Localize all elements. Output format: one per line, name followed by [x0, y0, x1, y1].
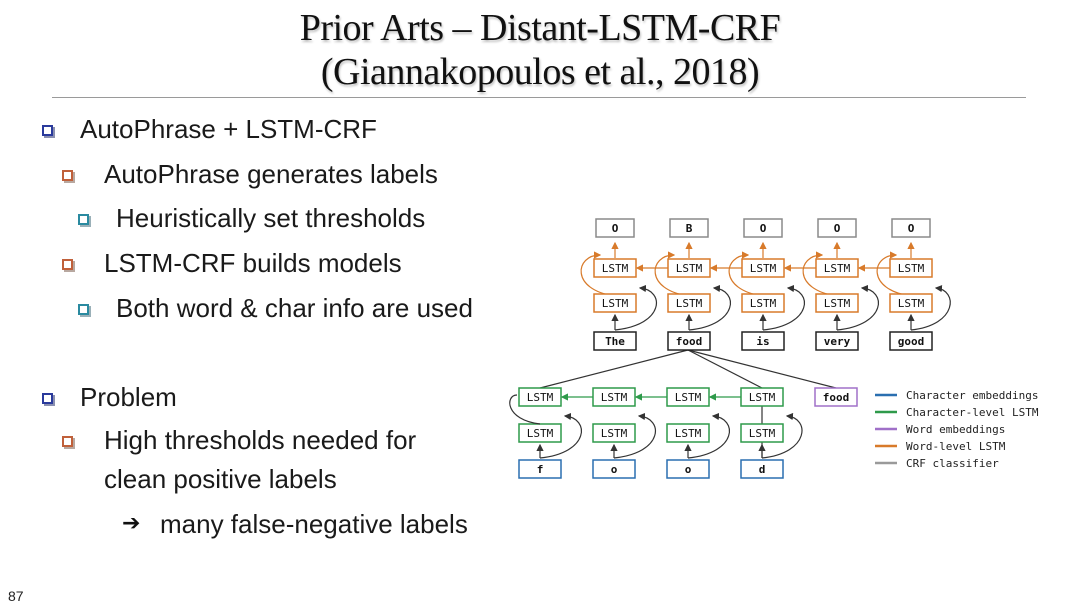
bullet-autophrase-generates: AutoPhrase generates labels — [104, 159, 438, 189]
legend-label: Word-level LSTM — [906, 440, 1006, 453]
bullet-false-negative: many false-negative labels — [160, 509, 468, 539]
word-embedding-label: food — [823, 391, 850, 404]
char-label: o — [685, 463, 692, 476]
lstm-cell-label: LSTM — [898, 297, 925, 310]
word-lstm-forward-links — [611, 284, 951, 331]
tag-box — [891, 218, 931, 238]
bullet-box-icon — [62, 259, 73, 270]
char-row: f o o d — [518, 459, 784, 479]
lstm-cell-label: LSTM — [601, 391, 628, 404]
word-box — [667, 331, 711, 351]
tag-row: O B O O O — [595, 218, 931, 238]
legend-label: CRF classifier — [906, 457, 999, 470]
char-label: o — [611, 463, 618, 476]
legend: Character embeddings Character-level LST… — [875, 389, 1039, 470]
word-box — [889, 331, 933, 351]
lstm-cell-label: LSTM — [750, 262, 777, 275]
bullet-box-icon — [78, 214, 89, 225]
word-label: is — [756, 335, 769, 348]
word-row: The food is very good — [593, 331, 933, 351]
char-box — [518, 459, 562, 479]
tag-box — [595, 218, 635, 238]
tag-arrows — [611, 241, 915, 258]
lstm-cell-label: LSTM — [750, 297, 777, 310]
bullet-box-icon — [62, 170, 73, 181]
word-label: very — [824, 335, 851, 348]
bullet-heuristic-thresholds: Heuristically set thresholds — [116, 203, 426, 233]
word-lstm-backward-row: LSTM LSTM LSTM LSTM LSTM — [593, 258, 933, 278]
word-label: food — [676, 335, 703, 348]
lstm-cell — [593, 293, 637, 313]
lstm-cell-label: LSTM — [527, 391, 554, 404]
lstm-cell-label: LSTM — [749, 427, 776, 440]
lstm-cell-label: LSTM — [602, 262, 629, 275]
tag-label: O — [834, 222, 841, 235]
word-to-char-link — [687, 349, 763, 389]
word-box — [815, 331, 859, 351]
word-to-char-link — [539, 349, 689, 389]
lstm-cell — [592, 423, 636, 443]
word-label: The — [605, 335, 625, 348]
lstm-cell — [740, 423, 784, 443]
tag-box — [743, 218, 783, 238]
bullet-high-thresholds-line2: clean positive labels — [104, 464, 337, 494]
title-divider — [52, 97, 1026, 98]
char-box — [740, 459, 784, 479]
word-lstm-forward-row: LSTM LSTM LSTM LSTM LSTM — [593, 293, 933, 313]
word-label: good — [898, 335, 925, 348]
bullet-box-icon — [78, 304, 89, 315]
lstm-cell-label: LSTM — [749, 391, 776, 404]
lstm-cell-label: LSTM — [675, 427, 702, 440]
lstm-cell-label: LSTM — [602, 297, 629, 310]
lstm-cell — [667, 293, 711, 313]
lstm-cell-label: LSTM — [675, 391, 702, 404]
char-box — [592, 459, 636, 479]
legend-label: Word embeddings — [906, 423, 1005, 436]
lstm-cell-label: LSTM — [601, 427, 628, 440]
char-label: d — [759, 463, 766, 476]
word-lstm-backward-links — [580, 251, 912, 297]
word-embedding-box — [814, 387, 858, 407]
char-lstm-upper-row: LSTM LSTM LSTM LSTM — [518, 387, 784, 407]
char-lstm-lower-links — [509, 394, 803, 459]
bullet-box-icon — [42, 393, 53, 404]
bullet-box-icon — [42, 125, 53, 136]
bullet-word-char-info: Both word & char info are used — [116, 293, 473, 323]
slide-title-line2: (Giannakopoulos et al., 2018) — [320, 51, 760, 93]
char-label: f — [537, 463, 544, 476]
tag-label: O — [760, 222, 767, 235]
lstm-cell-label: LSTM — [676, 262, 703, 275]
bullet-high-thresholds-line1: High thresholds needed for — [104, 425, 417, 455]
tag-label: B — [686, 222, 693, 235]
lstm-cell-label: LSTM — [527, 427, 554, 440]
tag-box — [817, 218, 857, 238]
lstm-cell-label: LSTM — [824, 262, 851, 275]
bullet-lstm-crf-builds: LSTM-CRF builds models — [104, 248, 402, 278]
legend-label: Character-level LSTM — [906, 406, 1039, 419]
tag-box — [669, 218, 709, 238]
slide-title-line1: Prior Arts – Distant-LSTM-CRF — [299, 7, 781, 49]
lstm-cell-label: LSTM — [898, 262, 925, 275]
lstm-cell-label: LSTM — [824, 297, 851, 310]
page-number: 87 — [8, 588, 24, 604]
word-to-embedding-link — [687, 349, 837, 389]
bullet-problem: Problem — [80, 382, 177, 412]
word-box — [593, 331, 637, 351]
tag-label: O — [908, 222, 915, 235]
lstm-cell — [666, 423, 710, 443]
tag-label: O — [612, 222, 619, 235]
lstm-cell — [889, 293, 933, 313]
lstm-cell — [815, 293, 859, 313]
char-lstm-lower-row: LSTM LSTM LSTM LSTM — [518, 423, 784, 443]
lstm-cell-label: LSTM — [676, 297, 703, 310]
word-box — [741, 331, 785, 351]
bullet-box-icon — [62, 436, 73, 447]
legend-label: Character embeddings — [906, 389, 1038, 402]
right-arrow-icon: ➔ — [122, 511, 141, 536]
lstm-cell — [741, 293, 785, 313]
bullet-autophrase-lstm-crf: AutoPhrase + LSTM-CRF — [80, 114, 377, 144]
char-box — [666, 459, 710, 479]
